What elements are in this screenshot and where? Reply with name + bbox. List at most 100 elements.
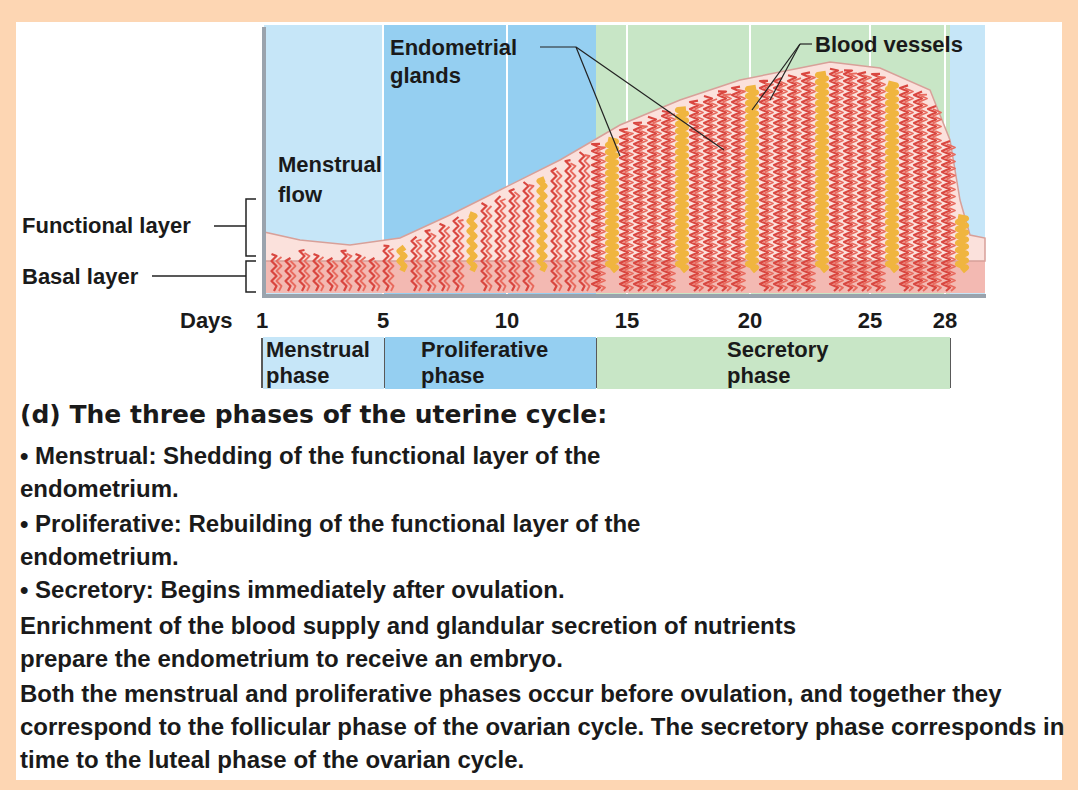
leader-lines (540, 44, 812, 156)
bullet-text: • Secretory: Begins immediately after ov… (20, 575, 565, 605)
blood-vessel (361, 257, 366, 291)
blood-vessel (557, 171, 562, 291)
blood-vessel (709, 99, 717, 291)
phase-band: Secretory phase (597, 337, 950, 389)
blood-vessel (597, 147, 605, 291)
blood-vessel (412, 237, 417, 291)
blood-vessel (580, 152, 585, 291)
blood-vessel (286, 258, 291, 291)
blood-vessel (487, 206, 492, 291)
endometrial-gland (608, 140, 616, 271)
phase-label: Proliferative phase (421, 337, 571, 389)
bullet-text: • Proliferative: Rebuilding of the funct… (20, 507, 740, 573)
blood-vessel (807, 75, 815, 291)
blood-vessel (328, 258, 333, 291)
blood-vessel (300, 250, 305, 291)
blood-vessel (737, 90, 745, 291)
day-number: 25 (858, 307, 882, 335)
blood-vessel (375, 261, 380, 291)
blood-vessel (445, 227, 450, 291)
blood-vessel (510, 189, 515, 291)
figure-caption: Both the menstrual and proliferative pha… (20, 677, 1068, 776)
blood-vessel (291, 261, 296, 291)
blood-vessel (919, 95, 927, 291)
endometrial-gland (678, 109, 686, 271)
blood-vessel (347, 254, 352, 291)
x-axis (262, 294, 986, 298)
endometrial-gland (958, 217, 966, 271)
blood-vessel (370, 258, 375, 291)
blood-vessel (384, 246, 389, 291)
blood-vessel (802, 72, 810, 291)
blood-vessel (524, 182, 529, 291)
endometrial-gland (888, 83, 896, 271)
blood-vessel (272, 254, 277, 291)
layer-brackets (152, 199, 256, 292)
callout-label: Endometrial glands (390, 34, 540, 90)
endometrial-gland (540, 179, 545, 271)
blood-vessel (765, 84, 773, 291)
blood-vessel (482, 203, 487, 291)
blood-vessel (779, 81, 787, 291)
endometrial-gland (400, 247, 405, 271)
blood-vessel (333, 261, 338, 291)
y-axis (262, 27, 266, 298)
layer-label: Functional layer (22, 212, 191, 240)
blood-vessel (459, 220, 464, 291)
day-number: 15 (615, 307, 639, 335)
figure-title: (d) The three phases of the uterine cycl… (20, 399, 607, 431)
blood-vessel (695, 104, 703, 291)
blood-vessel (863, 75, 871, 291)
phase-band: Proliferative phase (385, 337, 596, 389)
day-number: 20 (738, 307, 762, 335)
blood-vessel (389, 249, 394, 291)
blood-vessel (667, 114, 675, 291)
endometrial-gland (748, 88, 756, 271)
blood-vessel (835, 72, 843, 291)
phase-label: Secretory phase (727, 337, 877, 389)
phase-label: Menstrual phase (266, 337, 384, 389)
blood-vessel (417, 240, 422, 291)
blood-vessels-and-glands (272, 69, 967, 291)
blood-vessel (431, 233, 436, 291)
blood-vessel (793, 78, 801, 291)
blood-vessel (529, 185, 534, 291)
blood-vessel (454, 217, 459, 291)
region-label: Menstrual flow (278, 150, 418, 210)
layer-label: Basal layer (22, 263, 138, 291)
day-number: 28 (933, 307, 957, 335)
day-number: 5 (377, 307, 389, 335)
callout-label: Blood vessels (815, 31, 963, 59)
axis-title: Days (180, 307, 233, 335)
blood-vessel (723, 94, 731, 291)
blood-vessel (858, 72, 866, 291)
blood-vessel (905, 88, 913, 291)
day-number: 1 (256, 307, 268, 335)
blood-vessel (571, 163, 576, 291)
blood-vessel (872, 74, 880, 291)
phase-band: Menstrual phase (263, 337, 384, 389)
blood-vessel (496, 196, 501, 291)
blood-vessel (356, 254, 361, 291)
blood-vessel (849, 73, 857, 291)
blood-vessel (305, 253, 310, 291)
blood-vessel (653, 120, 661, 291)
blood-vessel (277, 257, 282, 291)
body-text: Enrichment of the blood supply and gland… (20, 609, 840, 675)
blood-vessel (639, 126, 647, 291)
phase-dividers (262, 338, 950, 388)
blood-vessel (314, 254, 319, 291)
blood-vessel (585, 155, 590, 291)
blood-vessel (552, 168, 557, 291)
blood-vessel (501, 199, 506, 291)
blood-vessel (515, 192, 520, 291)
blood-vessel (933, 109, 941, 291)
blood-vessel (319, 257, 324, 291)
endometrial-gland (470, 214, 475, 271)
endometrial-gland (818, 74, 826, 271)
bullet-text: • Menstrual: Shedding of the functional … (20, 439, 740, 505)
blood-vessel (947, 144, 955, 291)
blood-vessel (625, 132, 633, 292)
blood-vessel (620, 129, 628, 292)
blood-vessel (877, 77, 885, 291)
